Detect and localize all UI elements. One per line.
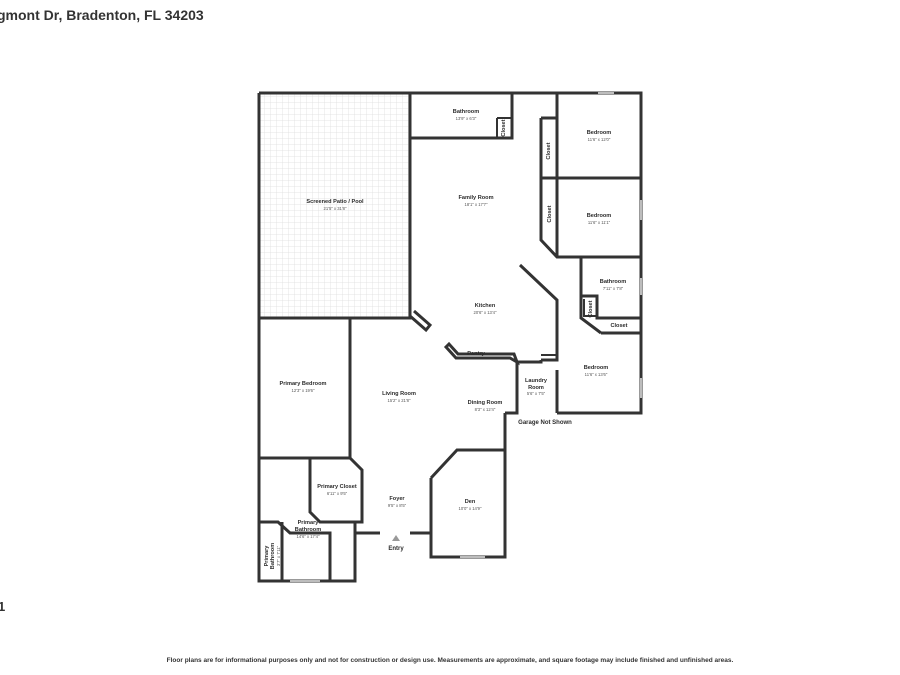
room-name-line2: Room bbox=[528, 385, 544, 391]
room-dims: 11'6" x 12'0" bbox=[588, 137, 611, 142]
room-primary-bathroom-small: Primary Bathroom 3'7" x 7'11" bbox=[264, 543, 281, 569]
room-screened-patio: Screened Patio / Pool 21'5" x 31'8" bbox=[306, 199, 364, 211]
room-dims: 8'3" x 12'4" bbox=[475, 407, 496, 412]
room-kitchen: Kitchen 20'6" x 13'4" bbox=[474, 303, 497, 315]
bathroom-top-walls bbox=[410, 93, 514, 140]
room-dims: 10'0" x 14'9" bbox=[459, 506, 482, 511]
closet-label-top: Closet bbox=[501, 119, 507, 136]
closet-label-ne1: Closet bbox=[546, 142, 552, 159]
room-dims: 3'7" x 7'11" bbox=[276, 545, 281, 566]
room-name: Family Room bbox=[458, 195, 493, 201]
bathroom-east-walls bbox=[579, 257, 641, 335]
room-bathroom-east: Bathroom 7'11" x 7'8" bbox=[600, 279, 626, 291]
room-name: Bedroom bbox=[587, 130, 612, 136]
room-primary-bathroom: Primary Bathroom 14'6" x 17'4" bbox=[295, 520, 321, 539]
disclaimer-text: Floor plans are for informational purpos… bbox=[166, 657, 734, 664]
windows bbox=[290, 92, 642, 582]
primary-suite-walls bbox=[259, 316, 364, 581]
room-bedroom-ne2: Bedroom 11'6" x 11'1" bbox=[587, 213, 612, 225]
room-primary-closet: Primary Closet 6'11" x 9'5" bbox=[317, 484, 357, 496]
room-dims: 11'6" x 13'6" bbox=[585, 372, 608, 377]
room-dims: 15'2" x 21'8" bbox=[388, 398, 411, 403]
bedroom-ne-walls bbox=[539, 93, 641, 259]
laundry-walls bbox=[517, 360, 543, 364]
room-name-line1: Laundry bbox=[525, 378, 548, 384]
room-name: Primary Bedroom bbox=[280, 381, 327, 387]
closet-label-bed-east: Closet bbox=[610, 323, 627, 329]
room-name-line2: Bathroom bbox=[295, 527, 321, 533]
room-name: Screened Patio / Pool bbox=[306, 199, 364, 205]
room-dims: 9'5" x 8'5" bbox=[388, 503, 407, 508]
floor-level-label: 1 bbox=[0, 599, 6, 614]
room-name: Bedroom bbox=[587, 213, 612, 219]
room-name: Living Room bbox=[382, 391, 416, 397]
room-dims: 13'9" x 6'3" bbox=[456, 116, 477, 121]
room-living: Living Room 15'2" x 21'8" bbox=[382, 391, 416, 403]
room-name: Den bbox=[465, 499, 476, 505]
room-name: Bathroom bbox=[453, 109, 479, 115]
room-primary-bedroom: Primary Bedroom 12'3" x 19'6" bbox=[280, 381, 327, 393]
room-name: Dining Room bbox=[468, 400, 503, 406]
entry-arrow-icon bbox=[392, 535, 400, 541]
room-name-line1: Primary bbox=[298, 520, 320, 526]
room-name-line1: Primary bbox=[264, 545, 270, 567]
room-bedroom-ne1: Bedroom 11'6" x 12'0" bbox=[587, 130, 612, 142]
pantry-label: Pantry bbox=[467, 351, 485, 357]
room-dims: 12'3" x 19'6" bbox=[292, 388, 315, 393]
room-name: Bathroom bbox=[600, 279, 626, 285]
bedroom-east-walls bbox=[541, 318, 641, 362]
room-dims: 18'1" x 17'7" bbox=[465, 202, 488, 207]
closet-label-bath: Closet bbox=[588, 300, 594, 317]
room-dims: 7'11" x 7'8" bbox=[603, 286, 624, 291]
room-dims: 21'5" x 31'8" bbox=[324, 206, 347, 211]
room-bathroom-top: Bathroom 13'9" x 6'3" bbox=[453, 109, 479, 121]
room-dims: 5'6" x 7'5" bbox=[527, 391, 546, 396]
room-name: Primary Closet bbox=[317, 484, 357, 490]
room-name: Bedroom bbox=[584, 365, 609, 371]
room-dims: 14'6" x 17'4" bbox=[297, 534, 320, 539]
room-dims: 6'11" x 9'5" bbox=[327, 491, 348, 496]
pantry-counter bbox=[443, 341, 520, 366]
den-walls bbox=[429, 448, 505, 480]
garage-not-shown-label: Garage Not Shown bbox=[518, 420, 572, 426]
kitchen-stub bbox=[409, 309, 433, 333]
room-foyer: Foyer 9'5" x 8'5" bbox=[388, 496, 407, 508]
room-laundry: Laundry Room 5'6" x 7'5" bbox=[525, 378, 548, 396]
address-title: gmont Dr, Bradenton, FL 34203 bbox=[0, 7, 204, 23]
patio-area bbox=[259, 92, 411, 319]
room-name-line2: Bathroom bbox=[270, 543, 276, 569]
room-name: Foyer bbox=[389, 496, 405, 502]
room-family: Family Room 18'1" x 17'7" bbox=[458, 195, 493, 207]
room-dining: Dining Room 8'3" x 12'4" bbox=[468, 400, 503, 412]
entry-label: Entry bbox=[388, 546, 404, 552]
kitchen-diagonal-wall bbox=[518, 263, 559, 318]
closet-label-ne2: Closet bbox=[547, 205, 553, 222]
room-name: Kitchen bbox=[475, 303, 496, 309]
room-den: Den 10'0" x 14'9" bbox=[459, 499, 482, 511]
room-dims: 20'6" x 13'4" bbox=[474, 310, 497, 315]
room-dims: 11'6" x 11'1" bbox=[588, 220, 611, 225]
room-bedroom-east: Bedroom 11'6" x 13'6" bbox=[584, 365, 609, 377]
